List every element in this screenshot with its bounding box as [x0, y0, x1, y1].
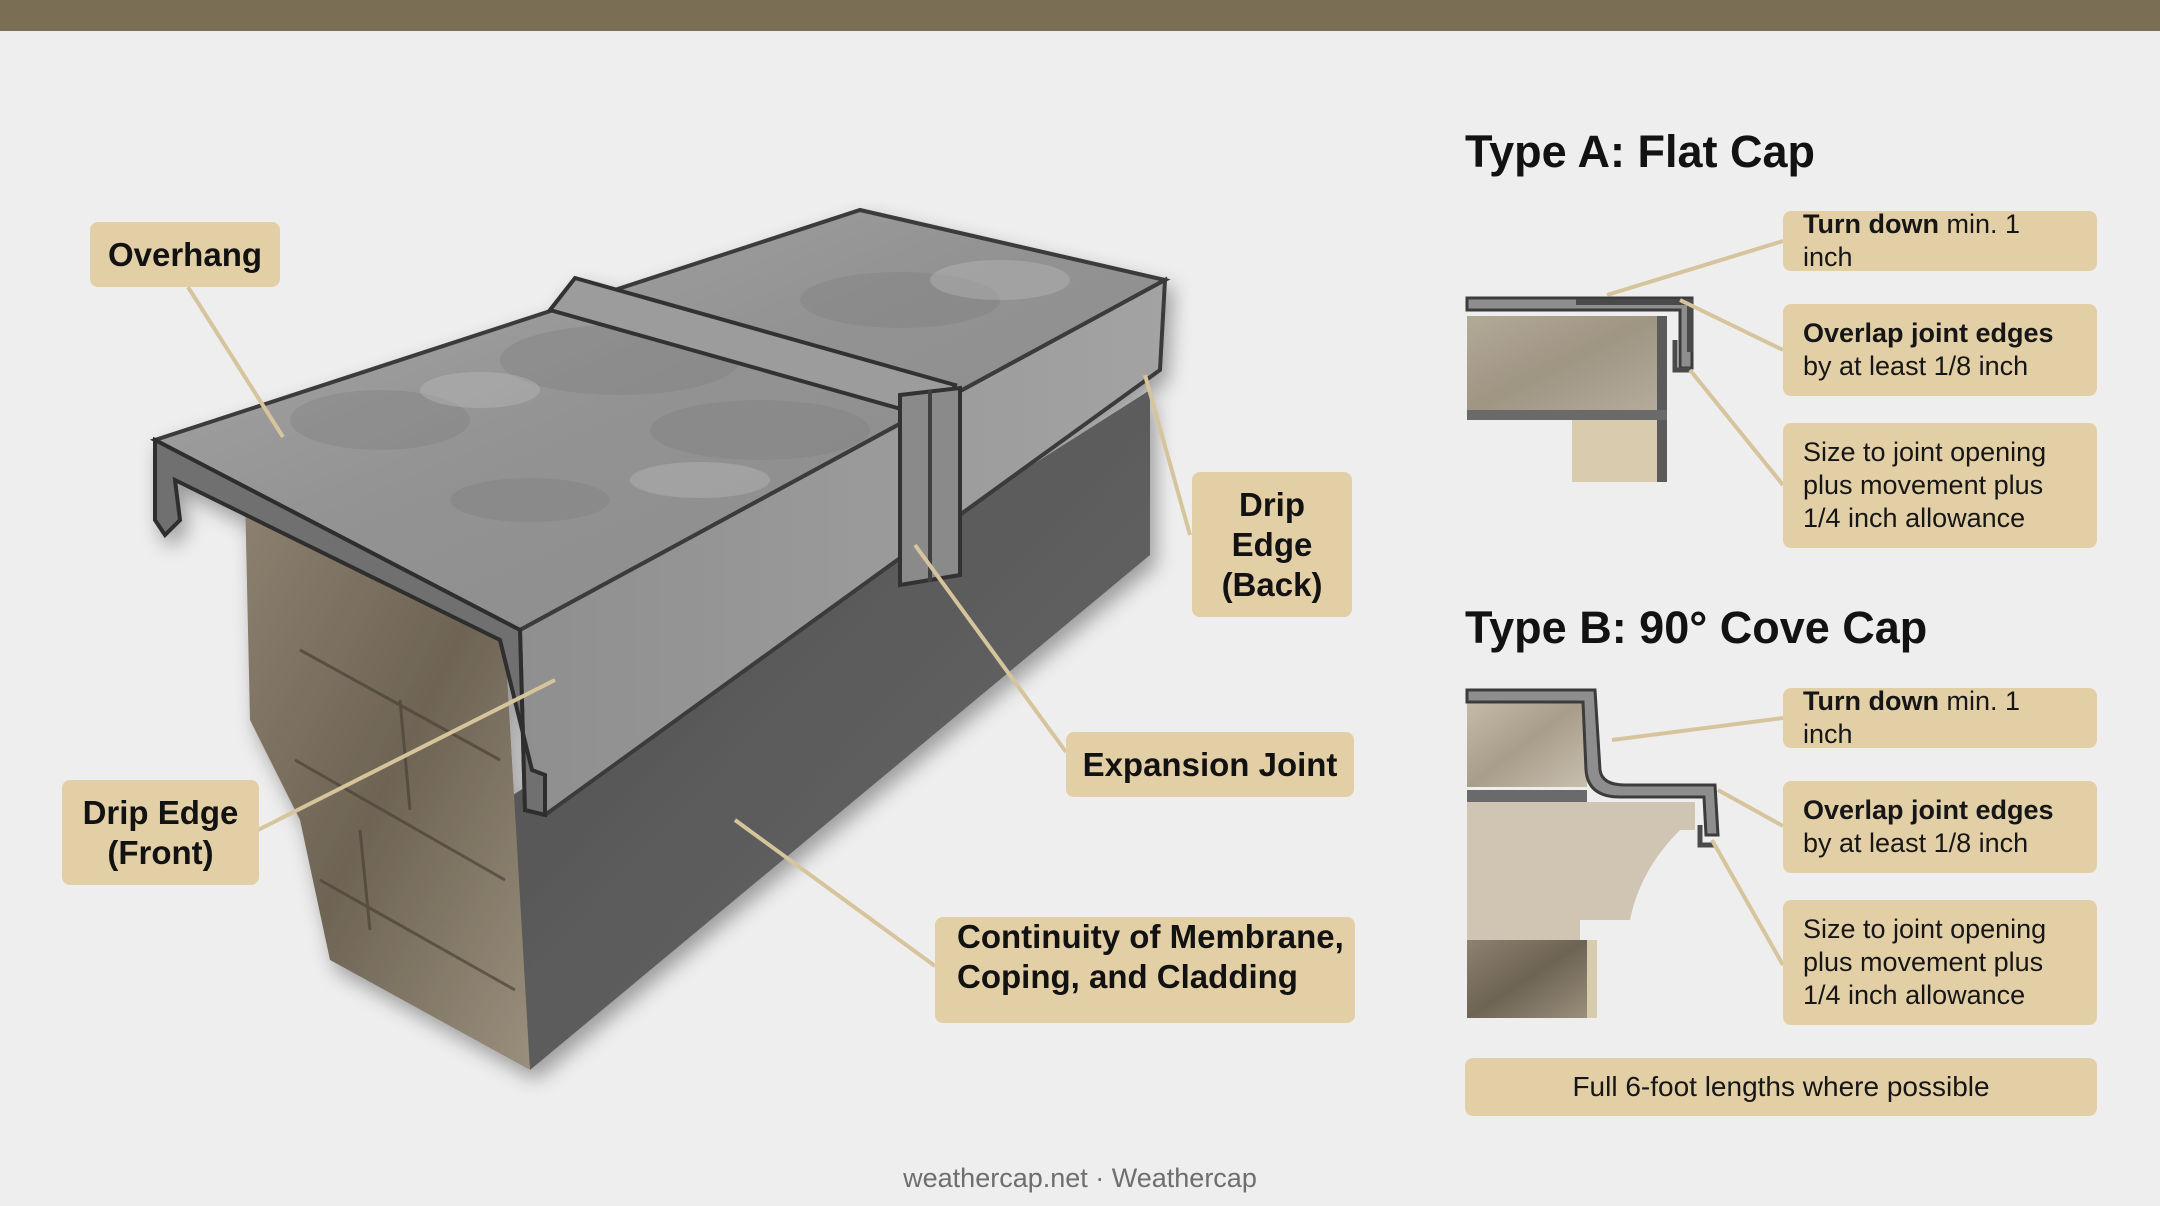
type-a-title: Type A: Flat Cap [1465, 126, 1816, 177]
callout-overhang: Overhang [90, 222, 280, 287]
callout-expansion-joint: Expansion Joint [1066, 732, 1354, 797]
wall-side [505, 390, 1150, 1070]
type-a-turn-down: Turn down min. 1 inch [1783, 209, 2097, 272]
type-b-size-line-1: Size to joint opening [1803, 914, 2047, 944]
continuity-line-1: Continuity of Membrane, [957, 918, 1344, 955]
continuity-line-2: Coping, and Cladding [957, 958, 1298, 995]
type-a-turn-down-bold: Turn down [1803, 209, 1939, 239]
type-a-size-line-2: plus movement plus [1803, 470, 2044, 500]
type-b-turn-down: Turn down min. 1 inch [1783, 686, 2097, 749]
type-b-size: Size to joint opening plus movement plus… [1783, 900, 2097, 1025]
type-a-overlap: Overlap joint edges by at least 1/8 inch [1783, 304, 2097, 396]
type-a-overlap-rest: by at least 1/8 inch [1803, 351, 2029, 381]
footer-credit[interactable]: weathercap.net · Weathercap [903, 1163, 1257, 1193]
type-b-overlap: Overlap joint edges by at least 1/8 inch [1783, 781, 2097, 873]
leader-lines [186, 239, 1785, 968]
type-b-section [1465, 688, 1720, 1018]
coping-end-profile [153, 436, 547, 818]
type-b-overlap-bold: Overlap joint edges [1803, 795, 2054, 825]
type-b-cap-profile [1465, 688, 1720, 837]
callout-drip-edge-front: Drip Edge (Front) [62, 780, 259, 885]
callout-expansion-joint-text: Expansion Joint [1082, 745, 1338, 783]
type-a-section [1465, 296, 1694, 482]
drip-back-line-1: Drip [1239, 485, 1305, 523]
type-a-size-line-1: Size to joint opening [1803, 437, 2047, 467]
drip-back-line-2: Edge [1231, 525, 1313, 563]
callout-overhang-text: Overhang [107, 235, 263, 273]
type-b-turn-down-bold: Turn down [1803, 686, 1939, 716]
callout-drip-edge-back: Drip Edge (Back) [1192, 472, 1352, 617]
drip-front-line-1: Drip Edge [82, 793, 239, 831]
type-b-size-line-2: plus movement plus [1803, 947, 2044, 977]
type-a-size: Size to joint opening plus movement plus… [1783, 423, 2097, 548]
full-lengths-text: Full 6-foot lengths where possible [1572, 1071, 1990, 1102]
type-b-size-line-3: 1/4 inch allowance [1803, 980, 2026, 1010]
type-b-cove-block [1467, 802, 1695, 940]
type-b-turn-down-rest: min. 1 inch [1803, 686, 2020, 749]
type-b-title: Type B: 90° Cove Cap [1465, 602, 1928, 653]
main-illustration [149, 207, 1171, 1070]
expansion-joint-cover [546, 275, 958, 423]
callout-continuity: Continuity of Membrane, Coping, and Clad… [935, 917, 1355, 1023]
type-a-overlap-bold: Overlap joint edges [1803, 318, 2054, 348]
type-a-size-line-3: 1/4 inch allowance [1803, 503, 2026, 533]
top-bar [0, 0, 2160, 31]
stone-end [245, 495, 530, 1070]
type-a-turn-down-rest: min. 1 inch [1803, 209, 2020, 272]
drip-back-line-3: (Back) [1221, 565, 1323, 603]
drip-front-line-2: (Front) [107, 833, 214, 871]
full-lengths-note: Full 6-foot lengths where possible [1465, 1058, 2097, 1116]
type-b-overlap-rest: by at least 1/8 inch [1803, 828, 2029, 858]
